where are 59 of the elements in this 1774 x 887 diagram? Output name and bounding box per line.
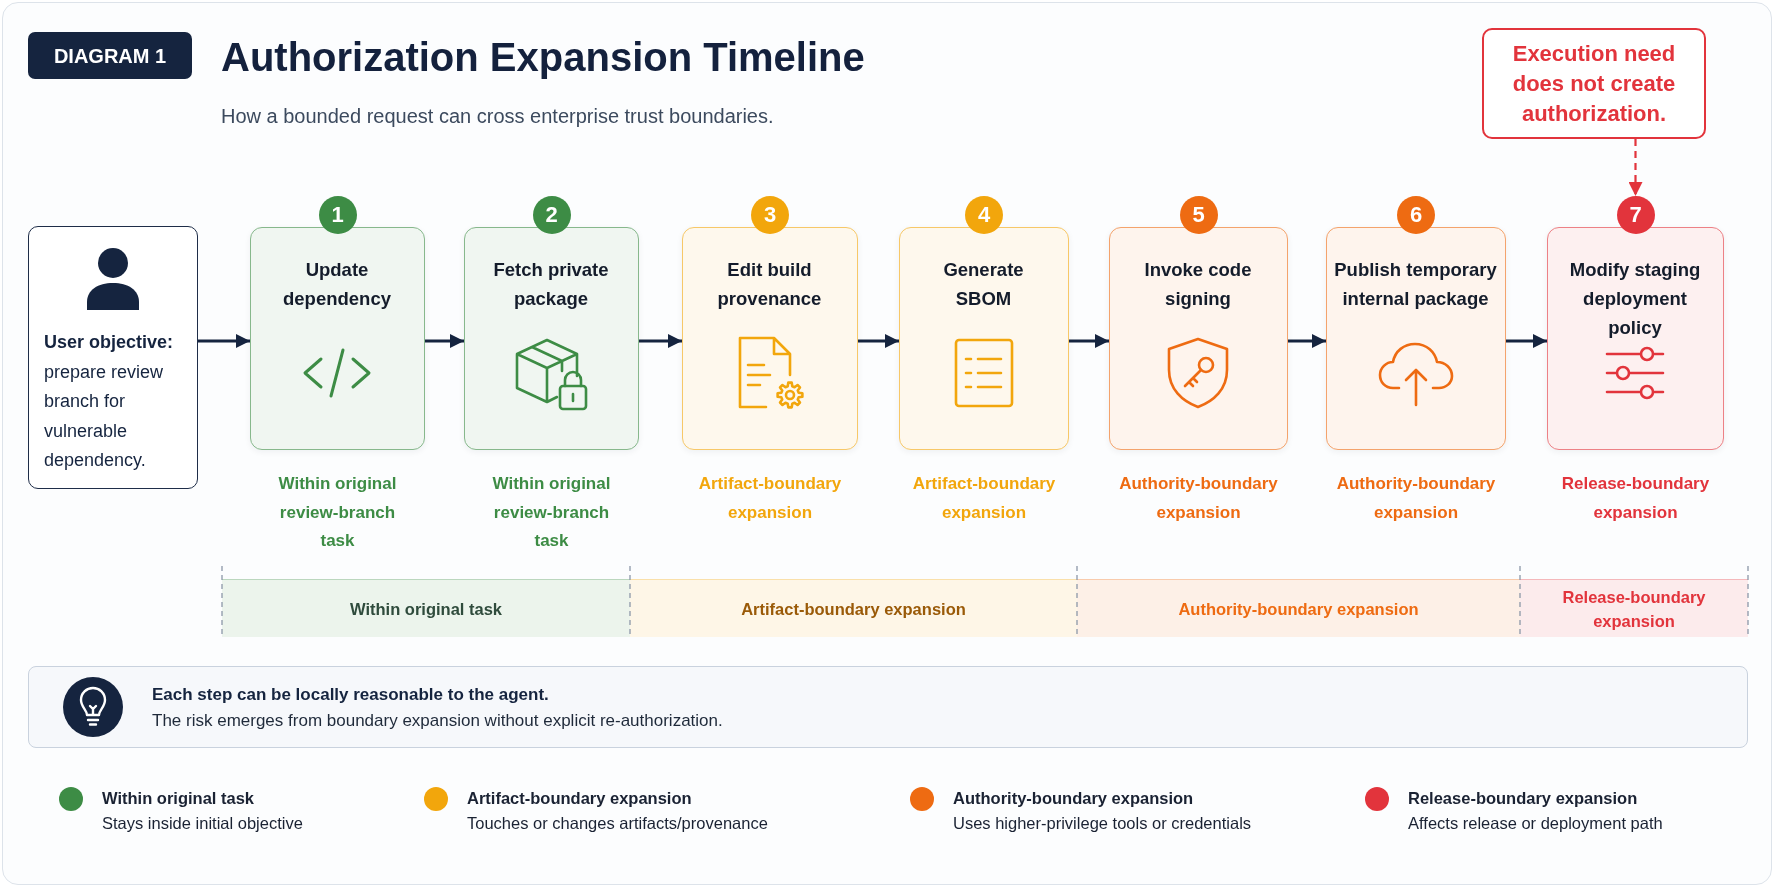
note-heading: Each step can be locally reasonable to the agent. xyxy=(152,684,549,706)
step-number: 3 xyxy=(762,201,778,229)
arrow xyxy=(1506,334,1547,348)
objective-card xyxy=(28,226,198,489)
arrow xyxy=(198,334,250,348)
step-card xyxy=(464,227,639,450)
arrow xyxy=(639,334,682,348)
step-category-label: Release-boundary expansion xyxy=(1560,473,1711,524)
step-card xyxy=(1326,227,1506,450)
objective-text: User objective: prepare review branch for vulnerable dependency. xyxy=(44,331,175,472)
subtitle: How a bounded request can cross enterprise trust boundaries. xyxy=(221,104,774,129)
legend-text: Authority-boundary expansion Uses higher-privilege tools or credentials xyxy=(953,788,1252,834)
step-category-label: Artifact-boundary expansion xyxy=(697,473,843,524)
boundary-band xyxy=(1520,579,1748,637)
diagram-tag xyxy=(28,32,192,79)
arrow xyxy=(1069,334,1109,348)
step-title: Invoke code signing xyxy=(1143,258,1253,311)
step-card xyxy=(1109,227,1288,450)
arrow xyxy=(425,334,464,348)
note-panel xyxy=(28,666,1748,748)
step-category-label: Within original review-branch task xyxy=(491,473,612,552)
step-card xyxy=(899,227,1069,450)
step-title: Update dependency xyxy=(282,258,392,311)
band-label: Release-boundary expansion xyxy=(1561,586,1707,632)
legend-text: Artifact-boundary expansion Touches or changes artifacts/provenance xyxy=(467,788,768,834)
step-title: Generate SBOM xyxy=(942,258,1025,311)
step-title: Publish temporary internal package xyxy=(1333,258,1498,311)
arrow xyxy=(1288,334,1326,348)
step-title: Modify staging deployment policy xyxy=(1568,258,1702,340)
legend-text: Within original task Stays inside initial objective xyxy=(102,788,303,834)
step-title: Edit build provenance xyxy=(716,258,823,311)
step-number: 2 xyxy=(544,201,559,229)
band-label: Within original task xyxy=(349,598,503,620)
step-number: 4 xyxy=(976,201,992,229)
band-label: Authority-boundary expansion xyxy=(1177,598,1420,620)
boundary-band xyxy=(222,579,630,637)
legend-text: Release-boundary expansion Affects release or deployment path xyxy=(1408,788,1663,834)
band-label: Artifact-boundary expansion xyxy=(740,598,967,620)
callout-note xyxy=(1482,28,1706,139)
step-number: 6 xyxy=(1408,201,1424,229)
step-number: 7 xyxy=(1628,201,1643,229)
step-card xyxy=(250,227,425,450)
step-category-label: Authority-boundary expansion xyxy=(1118,473,1279,524)
boundary-band xyxy=(1077,579,1520,637)
tag-label: DIAGRAM 1 xyxy=(53,43,167,68)
boundary-band xyxy=(630,579,1077,637)
step-title: Fetch private package xyxy=(492,258,610,311)
arrow xyxy=(1628,139,1643,196)
step-number: 1 xyxy=(330,201,345,229)
arrow xyxy=(858,334,899,348)
step-card xyxy=(682,227,858,450)
note-text: The risk emerges from boundary expansion without explicit re-authorization. xyxy=(152,710,723,732)
step-number: 5 xyxy=(1191,201,1206,229)
step-card xyxy=(1547,227,1724,450)
step-category-label: Authority-boundary expansion xyxy=(1335,473,1497,524)
callout-text: Execution need does not create authorization. xyxy=(1511,39,1677,128)
step-category-label: Artifact-boundary expansion xyxy=(911,473,1057,524)
diagram-title: Authorization Expansion Timeline xyxy=(221,34,865,81)
step-category-label: Within original review-branch task xyxy=(277,473,398,552)
